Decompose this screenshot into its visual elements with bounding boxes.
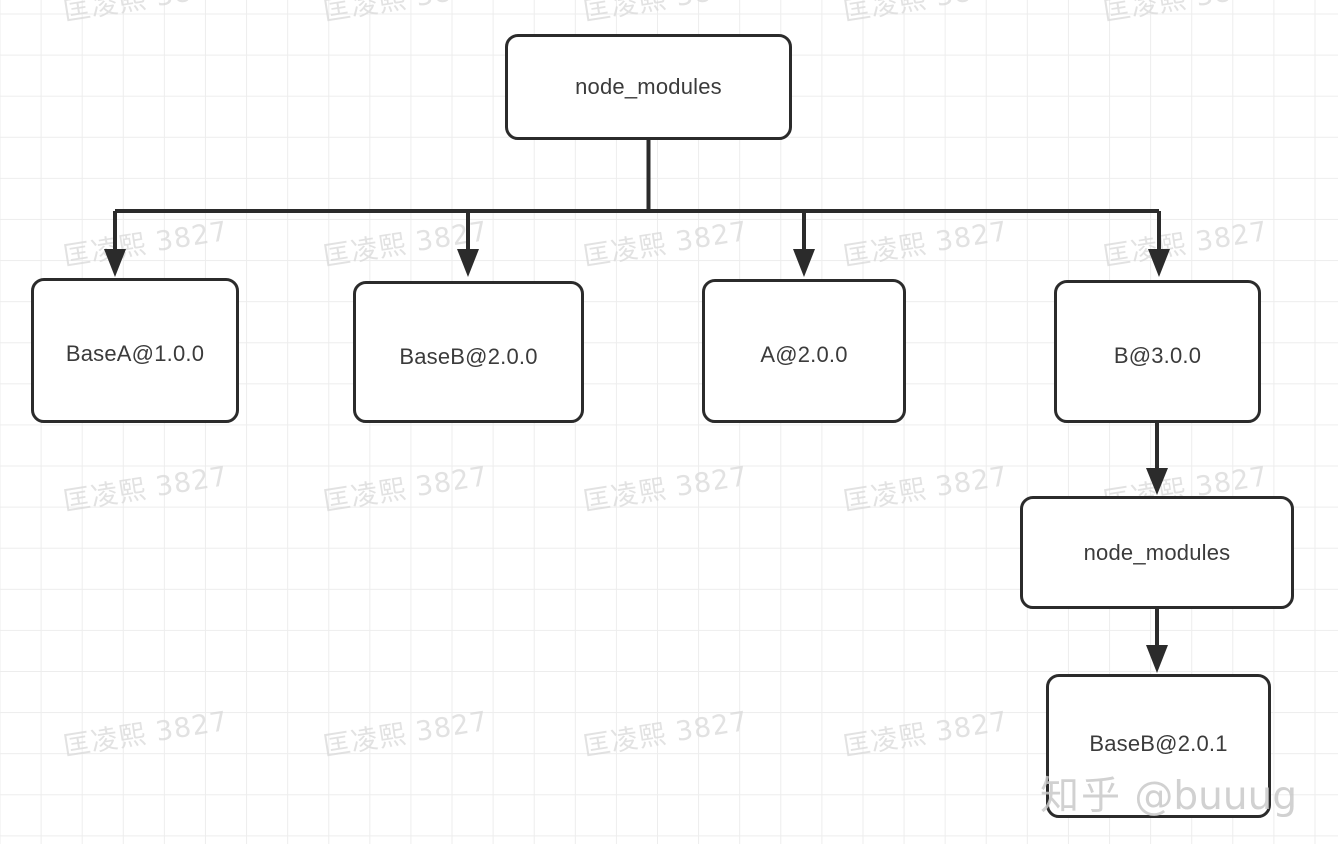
watermark-tile: 匡凌熙 3827 [321,215,491,273]
node-nested-node-modules[interactable]: node_modules [1020,496,1294,609]
node-b-label: B@3.0.0 [1113,343,1202,368]
arrowhead-baseB [457,249,479,277]
node-baseB[interactable]: BaseB@2.0.0 [353,281,584,423]
node-baseB-201-label: BaseB@2.0.1 [1089,731,1228,756]
zhihu-handle-text: @buuug [1134,774,1298,819]
watermark-tile: 匡凌熙 3827 [61,705,231,763]
node-nested-node-modules-label: node_modules [1083,539,1231,565]
arrowhead-b [1148,249,1170,277]
node-root-label: node_modules [575,74,722,99]
watermark-tile: 匡凌熙 3827 [61,460,231,518]
node-a[interactable]: A@2.0.0 [702,279,906,423]
zhihu-signature-watermark: 知乎 @buuug [1040,765,1297,821]
watermark-tile: 匡凌熙 3827 [61,215,231,273]
watermark-tile: 匡凌熙 3827 [581,215,751,273]
arrowhead-baseB201 [1146,645,1168,673]
node-root[interactable]: node_modules [505,34,792,140]
watermark-tile: 匡凌熙 3827 [840,0,1010,29]
node-baseA[interactable]: BaseA@1.0.0 [31,278,239,423]
zhihu-logo-text: 知乎 [1040,774,1123,819]
arrowhead-baseA [104,249,126,277]
node-baseA-label: BaseA@1.0.0 [65,341,205,366]
node-a-label: A@2.0.0 [760,342,848,367]
watermark-tile: 匡凌熙 3827 [841,215,1011,273]
watermark-tile: 匡凌熙 3827 [580,0,750,29]
watermark-tile: 匡凌熙 3827 [841,705,1011,763]
watermark-tile: 匡凌熙 3827 [60,0,230,29]
node-b[interactable]: B@3.0.0 [1054,280,1261,423]
watermark-tile: 匡凌熙 3827 [581,705,751,763]
node-baseB-label: BaseB@2.0.0 [399,344,538,369]
node-baseB-201[interactable]: BaseB@2.0.1 [1046,674,1271,818]
watermark-tile: 匡凌熙 3827 [841,460,1011,518]
arrowhead-nested-nm [1146,468,1168,495]
watermark-tile: 匡凌熙 3827 [1101,215,1271,273]
watermark-tile: 匡凌熙 3827 [581,460,751,518]
watermark-tile: 匡凌熙 3827 [321,705,491,763]
watermark-tile: 匡凌熙 3827 [320,0,490,29]
watermark-tile: 匡凌熙 3827 [1100,0,1270,29]
arrowhead-a [793,249,815,277]
watermark-tile: 匡凌熙 3827 [321,460,491,518]
